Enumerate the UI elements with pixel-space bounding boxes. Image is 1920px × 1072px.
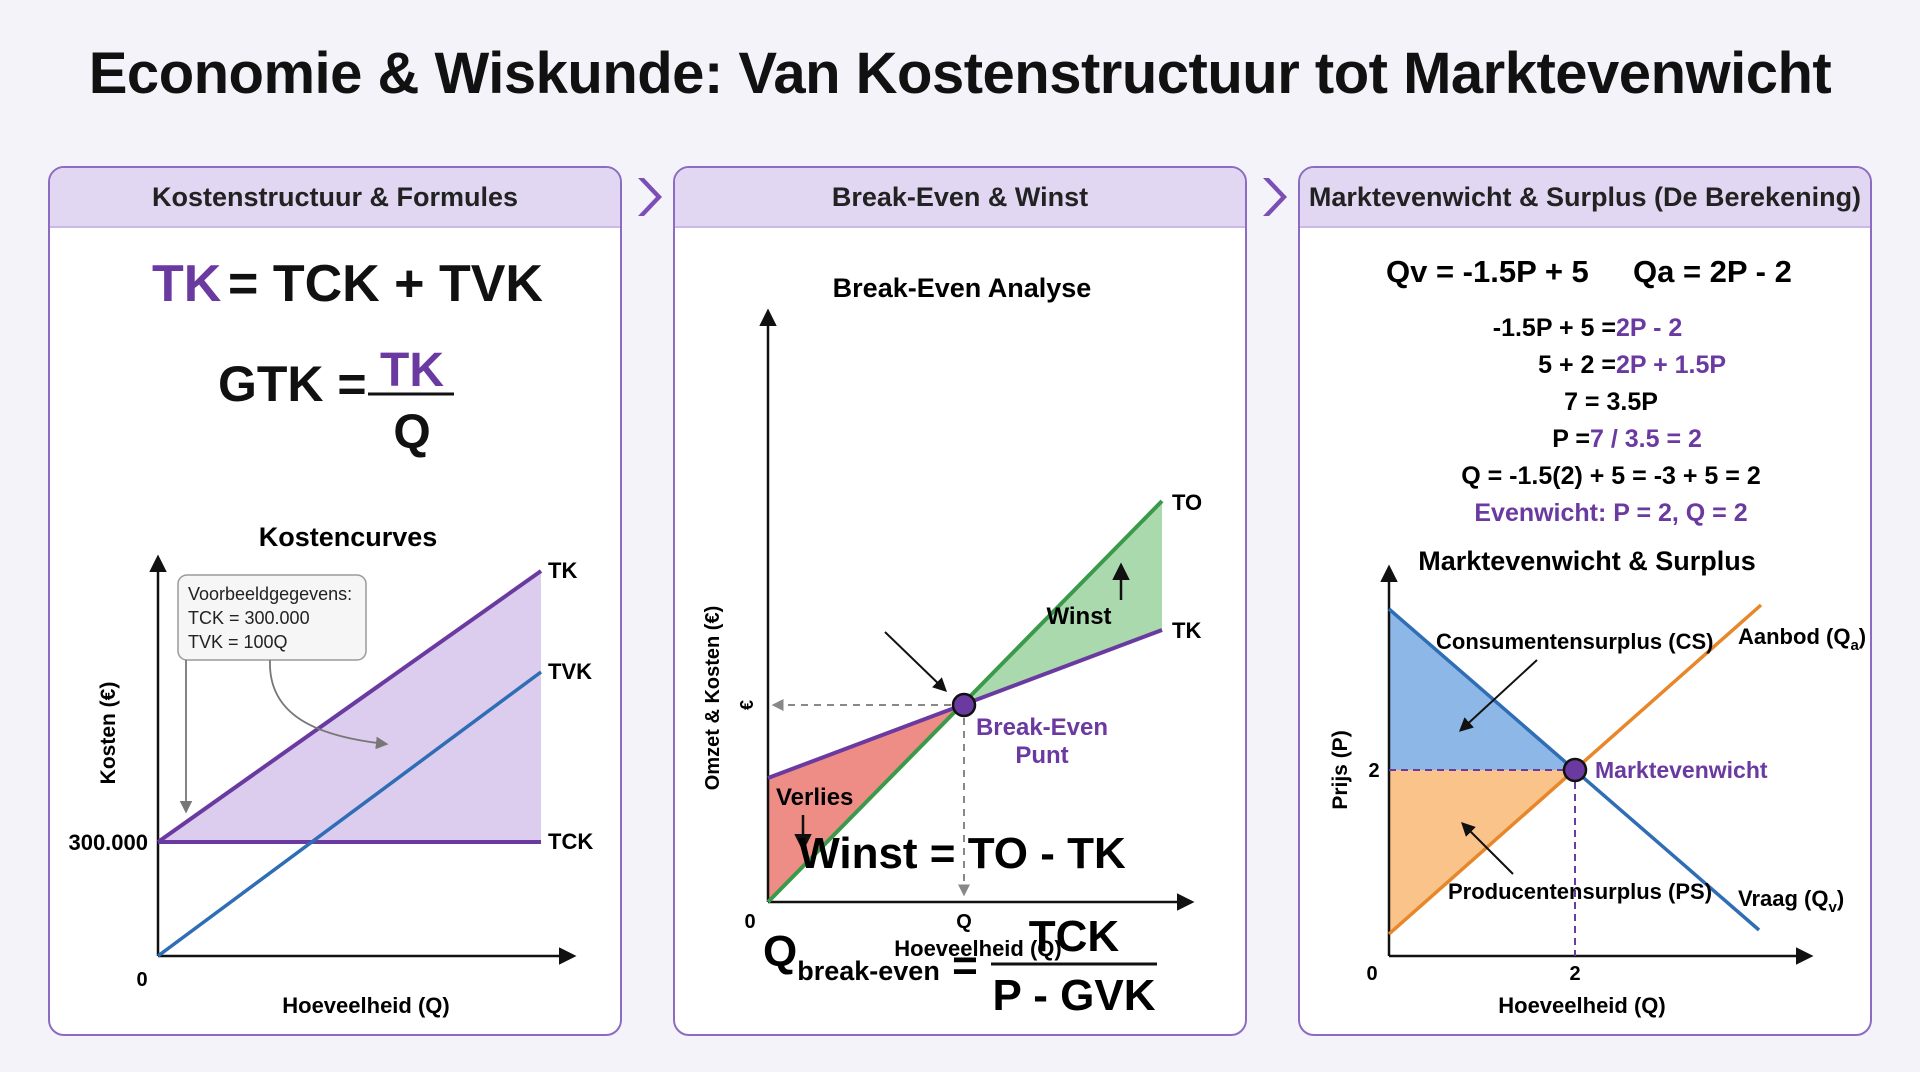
calc-step-2b: 2P + 1.5P (1616, 351, 1726, 379)
market-equilibrium-label: Marktevenwicht (1595, 757, 1768, 783)
chevron-right-icon (638, 178, 662, 216)
cs-label: Consumentensurplus (CS) (1436, 629, 1713, 654)
page-title: Economie & Wiskunde: Van Kostenstructuur… (88, 41, 1832, 106)
calc-step-1b: 2P - 2 (1616, 314, 1682, 342)
cost-origin-label: 0 (136, 969, 147, 991)
qbe-subscript: break-even (797, 956, 940, 986)
be-y-tick-euro: € (737, 700, 757, 710)
calc-step-6: Evenwicht: P = 2, Q = 2 (1474, 499, 1747, 527)
supply-label-close: ) (1859, 624, 1866, 649)
callout-line-2: TCK = 300.000 (188, 608, 310, 628)
panel-break-even: Break-Even & Winst Break-Even Analyse TO (673, 166, 1247, 1036)
ps-pointer-arrow (1461, 822, 1514, 875)
tck-label: TCK (548, 829, 593, 854)
example-data-callout (177, 574, 367, 661)
be-x-tick-q: Q (956, 911, 972, 933)
calc-step-3: 7 = 3.5P (1564, 388, 1658, 416)
cs-pointer-arrow (1458, 659, 1538, 732)
tk-line (156, 569, 543, 844)
be-pointer-arrow (884, 631, 948, 692)
panel-market-equilibrium: Marktevenwicht & Surplus (De Berekening)… (1298, 166, 1872, 1036)
market-x-tick-2: 2 (1569, 963, 1580, 985)
supply-equation: Qa = 2P - 2 (1633, 254, 1792, 289)
qbe-equals: = (952, 941, 978, 990)
market-x-label: Hoeveelheid (Q) (1498, 993, 1665, 1018)
market-y-tick-2: 2 (1368, 760, 1379, 782)
be-label-line2: Punt (1015, 742, 1068, 769)
panel2-graphics: Break-Even Analyse TO TK Winst Verlies B… (702, 273, 1202, 1020)
cost-chart-title: Kostencurves (259, 522, 438, 552)
demand-label-close: ) (1837, 886, 1844, 911)
market-equilibrium-point (1562, 757, 1588, 783)
formula-tk-rhs: = TCK + TVK (228, 255, 543, 313)
callout-line-1: Voorbeeldgegevens: (188, 584, 352, 604)
tvk-line (156, 670, 543, 958)
break-even-point (951, 692, 977, 718)
panel1-header: Kostenstructuur & Formules (50, 168, 620, 228)
calc-step-5: Q = -1.5(2) + 5 = -3 + 5 = 2 (1461, 462, 1760, 490)
calc-step-2a: 5 + 2 = (1538, 351, 1616, 379)
panel1-graphics: TK = TCK + TVK GTK = TK Q Kostencurves T… (68, 255, 593, 1018)
formula-gtk-denominator: Q (393, 406, 430, 459)
calc-step-4a: P = (1552, 425, 1590, 453)
qbe-symbol: Q (763, 927, 797, 976)
demand-label-subscript: v (1828, 899, 1837, 916)
be-x-label: Hoeveelheid (Q) (894, 936, 1061, 961)
callout-arrow-curve (269, 659, 389, 750)
demand-equation: Qv = -1.5P + 5 (1386, 254, 1589, 289)
to-label: TO (1172, 490, 1202, 515)
cost-x-label: Hoeveelheid (Q) (282, 993, 449, 1018)
market-chart-title: Marktevenwicht & Surplus (1418, 546, 1756, 576)
tvk-label: TVK (548, 659, 592, 684)
panel-cost-structure: Kostenstructuur & Formules TK = TCK + TV… (48, 166, 622, 1036)
panel3-header: Marktevenwicht & Surplus (De Berekening) (1300, 168, 1870, 228)
market-y-label: Prijs (P) (1329, 730, 1352, 809)
formula-gtk-numerator: TK (380, 344, 444, 397)
panel2-header: Break-Even & Winst (675, 168, 1245, 228)
profit-label: Winst (1046, 603, 1111, 630)
supply-label-subscript: a (1850, 637, 1859, 654)
market-origin-label: 0 (1366, 963, 1377, 985)
cost-y-label: Kosten (€) (97, 682, 120, 785)
demand-label-text: Vraag (Q (1738, 886, 1828, 911)
be-label-line1: Break-Even (976, 714, 1108, 741)
callout-line-3: TVK = 100Q (188, 632, 288, 652)
calc-step-4b: 7 / 3.5 = 2 (1590, 425, 1702, 453)
ps-label: Producentensurplus (PS) (1448, 879, 1712, 904)
calc-step-1a: -1.5P + 5 = (1493, 314, 1616, 342)
tk-label: TK (548, 558, 577, 583)
profit-formula: Winst = TO - TK (798, 829, 1126, 878)
formula-tk-lhs: TK (152, 255, 222, 313)
qbe-denominator: P - GVK (992, 971, 1155, 1020)
qbe-numerator: TCK (1029, 912, 1120, 961)
cost-y-tick-300000: 300.000 (68, 830, 148, 855)
supply-label-text: Aanbod (Q (1738, 624, 1850, 649)
chevron-right-icon (1263, 178, 1287, 216)
demand-label: Vraag (Qv) (1738, 886, 1844, 916)
panel3-graphics: Qv = -1.5P + 5 Qa = 2P - 2 -1.5P + 5 = 2… (1329, 254, 1866, 1018)
qbe-formula-lhs: Qbreak-even (763, 927, 940, 986)
be-tk-label: TK (1172, 618, 1201, 643)
supply-label: Aanbod (Qa) (1738, 624, 1866, 654)
formula-gtk-lhs: GTK = (218, 356, 367, 412)
be-chart-title: Break-Even Analyse (833, 273, 1092, 303)
be-origin-label: 0 (744, 911, 755, 933)
be-y-label: Omzet & Kosten (€) (702, 606, 724, 790)
loss-label: Verlies (776, 784, 853, 811)
